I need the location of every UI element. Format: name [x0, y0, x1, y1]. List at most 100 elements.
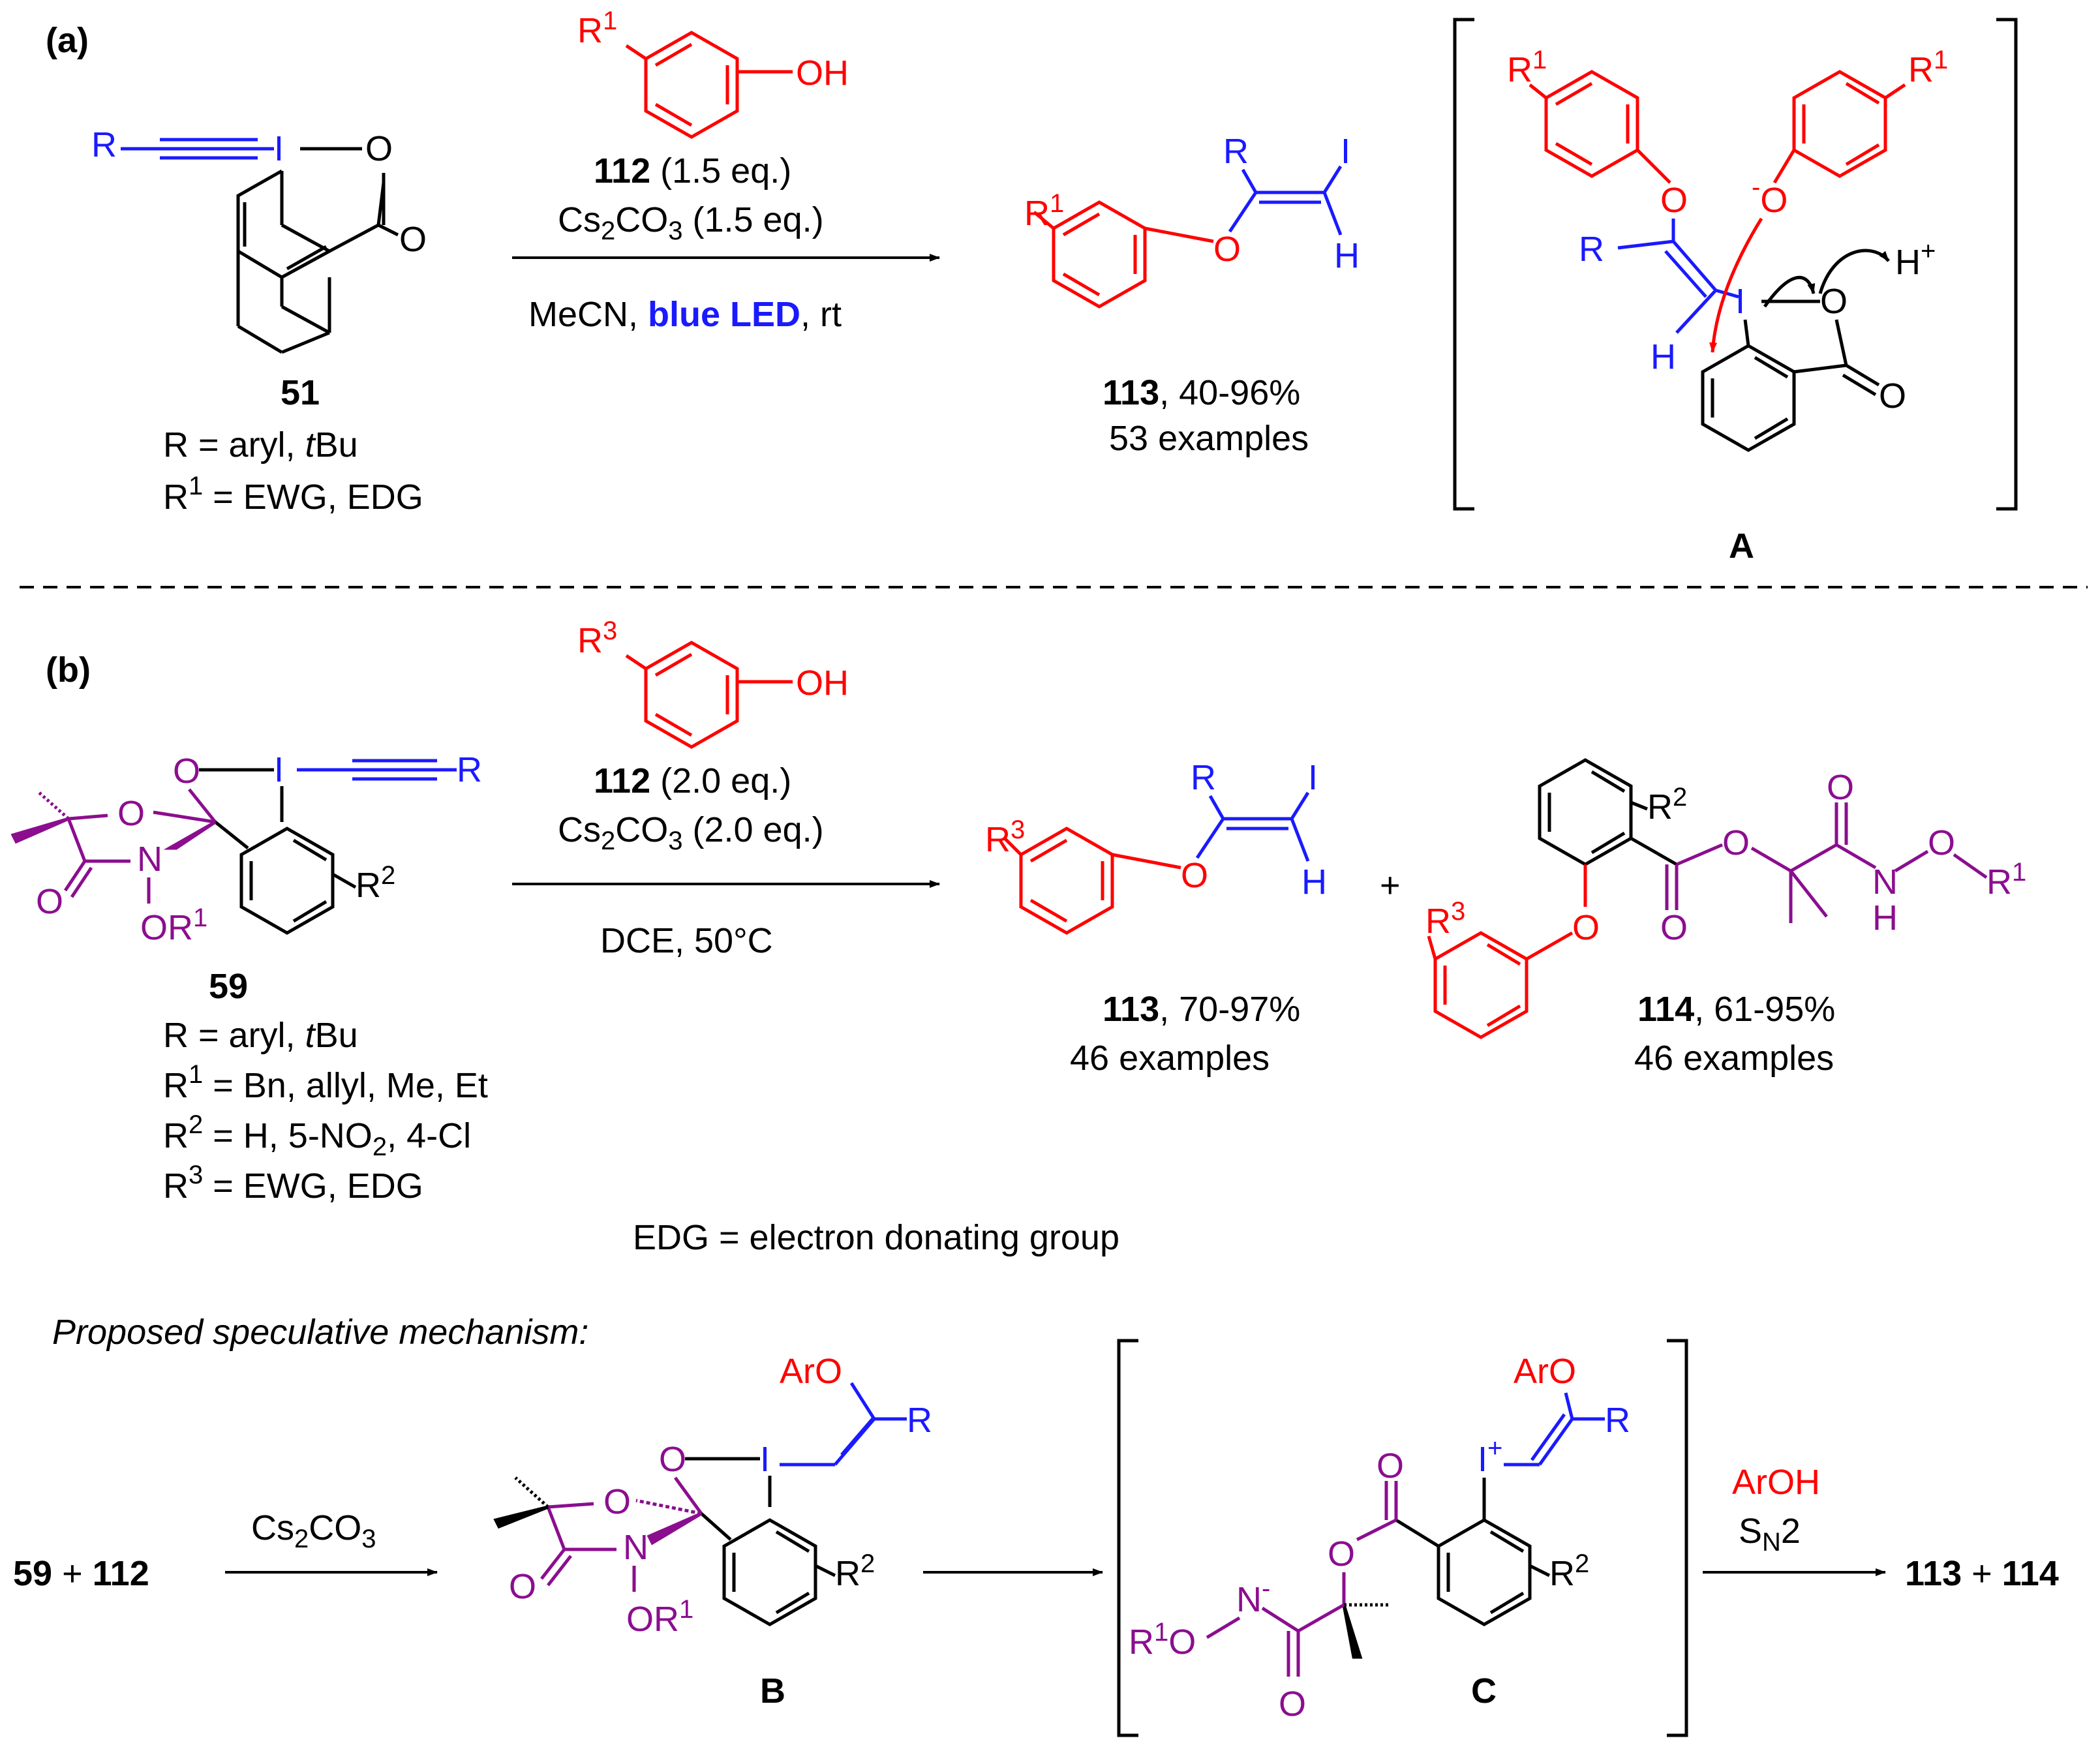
atom-o-ring: O [173, 752, 200, 791]
atom-r: R [457, 750, 482, 789]
atom-aro: ArO [780, 1352, 842, 1391]
reagent-phenol-112-b: OH R3 [577, 617, 849, 749]
mechanism-end: 113 + 114 [1905, 1554, 2059, 1593]
atom-r: R [1191, 758, 1216, 797]
atom-iodine: I [760, 1440, 770, 1479]
atom-r1: R1 [1024, 189, 1064, 233]
atom-ether-o: O [1213, 230, 1241, 269]
product-113-b-examples: 46 examples [1070, 1039, 1270, 1078]
reagent-112-a-label: 112 (1.5 eq.) [594, 151, 791, 190]
atom-n: N [623, 1528, 648, 1567]
edg-note: EDG = electron donating group [633, 1218, 1119, 1257]
intermediate-a-label: A [1729, 526, 1754, 566]
atom-h: H [1334, 236, 1360, 275]
conditions-a: MeCN, blue LED, rt [528, 295, 842, 334]
sm-59-r-line: R = aryl, tBu [163, 1016, 358, 1055]
atom-h: H [1301, 862, 1327, 902]
atom-ester-carbonyl-o: O [1660, 908, 1688, 947]
reagent-112-b-label: 112 (2.0 eq.) [594, 761, 791, 800]
atom-amide-n: N- [1236, 1574, 1270, 1619]
atom-r: R [1605, 1401, 1630, 1440]
base-a-label: Cs2CO3 (1.5 eq.) [558, 200, 824, 245]
atom-o-oxazolidine: O [117, 794, 145, 833]
compound-59-label: 59 [209, 967, 248, 1006]
base-b-label: Cs2CO3 (2.0 eq.) [558, 810, 824, 855]
atom-o-ring: O [1820, 282, 1848, 321]
intermediate-c-structure: ArO R I+ R2 O O O N- R1O [1129, 1352, 1630, 1724]
atom-r1: R1 [577, 7, 617, 50]
atom-ester-o: O [1722, 823, 1750, 862]
atom-oxygen: O [365, 129, 393, 168]
product-114: R2 O O O N H O R1 O R3 [1425, 758, 2026, 1039]
atom-carbonyl-o: O [399, 220, 427, 259]
sm-51-r-line: R = aryl, tBu [163, 425, 358, 464]
atom-r2: R2 [356, 861, 395, 905]
product-114-yield: 114, 61-95% [1637, 990, 1835, 1029]
atom-r: R [1223, 132, 1249, 171]
atom-o-oxazolidine: O [603, 1482, 631, 1521]
compound-51-label: 51 [281, 373, 320, 412]
atom-r1: R1 [1507, 46, 1547, 89]
atom-proton: H+ [1895, 237, 1936, 282]
atom-r2: R2 [1549, 1549, 1589, 1593]
intermediate-c-brackets [1117, 1339, 1688, 1737]
intermediate-b-label: B [760, 1671, 785, 1711]
atom-or1: OR1 [626, 1595, 693, 1639]
reagent-phenol-112-a: OH R1 [577, 7, 849, 139]
atom-iodine: I [1308, 758, 1318, 797]
atom-r2: R2 [835, 1549, 875, 1593]
atom-oh: OH [796, 663, 849, 703]
atom-n: N [137, 840, 162, 879]
atom-iodine: I [1341, 132, 1350, 171]
atom-or1: OR1 [140, 904, 207, 947]
product-113-b-yield: 113, 70-97% [1103, 990, 1300, 1029]
mechanism-step2-type: SN2 [1739, 1512, 1801, 1557]
atom-r3: R3 [1425, 897, 1465, 941]
mechanism-step2-reagent: ArOH [1732, 1463, 1820, 1502]
sm-59-r2-line: R2 = H, 5-NO2, 4-Cl [163, 1110, 471, 1161]
structure-51: R I O O [91, 125, 427, 354]
atom-ester-carbonyl-o: O [1377, 1446, 1404, 1485]
atom-nh: H [1872, 898, 1898, 937]
atom-o-n: O [1928, 823, 1955, 862]
atom-ester-o: O [1328, 1534, 1355, 1574]
atom-r: R [91, 125, 117, 164]
atom-o-ring: O [659, 1440, 686, 1479]
atom-r1o: R1O [1129, 1618, 1196, 1662]
product-113-a-examples: 53 examples [1109, 419, 1309, 458]
sm-59-r3-line: R3 = EWG, EDG [163, 1161, 423, 1206]
atom-o: O [1660, 181, 1688, 220]
intermediate-b-structure: O I R ArO R2 O N O OR1 [493, 1352, 932, 1639]
structure-59: O I R R2 O N O OR1 [10, 750, 482, 947]
atom-amide-o: O [1279, 1684, 1306, 1724]
atom-iodine: I [274, 129, 284, 168]
atom-ether-o: O [1181, 856, 1208, 895]
atom-phenoxide-o: -O [1752, 173, 1788, 220]
mechanism-step1-reagent: Cs2CO3 [251, 1508, 376, 1553]
atom-iodine: I [274, 750, 284, 789]
panel-label-a: (a) [46, 21, 89, 60]
product-113-a-yield: 113, 40-96% [1103, 373, 1300, 412]
intermediate-a-structure: R1 O R H I O O R1 -O H+ [1507, 46, 1948, 452]
atom-aryl-o: O [1572, 908, 1600, 947]
atom-aro: ArO [1514, 1352, 1576, 1391]
product-113-a: R1 O R I H [1024, 132, 1360, 309]
panel-label-b: (b) [46, 650, 91, 690]
atom-r1: R1 [1908, 46, 1948, 89]
atom-r3: R3 [577, 617, 617, 660]
product-114-examples: 46 examples [1634, 1039, 1834, 1078]
atom-r1: R1 [1986, 858, 2026, 902]
plus-sign: + [1380, 866, 1401, 905]
mechanism-start: 59 + 112 [13, 1554, 149, 1593]
atom-r3: R3 [985, 815, 1025, 859]
atom-iodonium: I+ [1478, 1434, 1502, 1479]
atom-amide-o: O [1827, 768, 1854, 807]
product-113-b: R3 O R I H [985, 758, 1327, 935]
atom-iodine: I [1735, 282, 1745, 321]
atom-carbonyl-o: O [36, 882, 63, 921]
atom-r: R [907, 1401, 932, 1440]
atom-carbonyl-o: O [1879, 376, 1906, 416]
conditions-b: DCE, 50°C [600, 921, 773, 960]
atom-carbonyl-o: O [509, 1567, 536, 1606]
